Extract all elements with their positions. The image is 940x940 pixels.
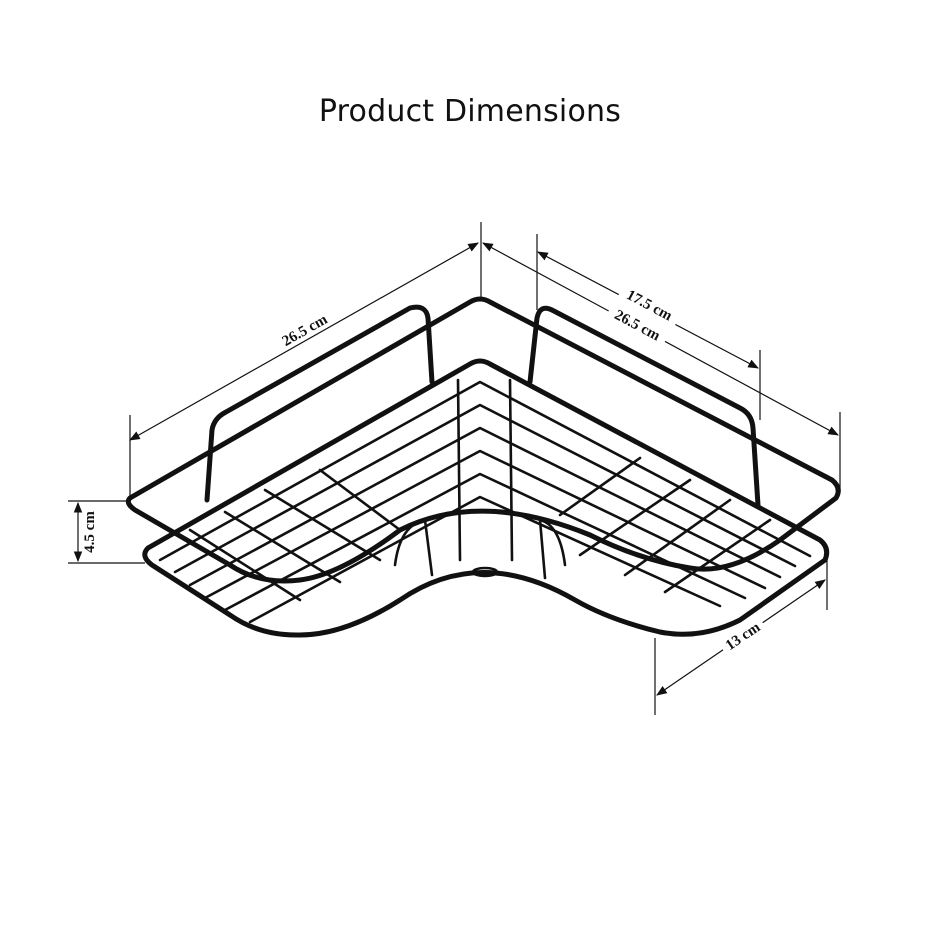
page-title: Product Dimensions — [318, 94, 622, 129]
shelf-cross-wires-left — [188, 468, 402, 602]
shelf-frame — [142, 358, 830, 638]
dimension-height: 4.5 cm — [68, 500, 145, 564]
top-frame — [125, 296, 841, 584]
height-label: 4.5 cm — [82, 511, 98, 553]
